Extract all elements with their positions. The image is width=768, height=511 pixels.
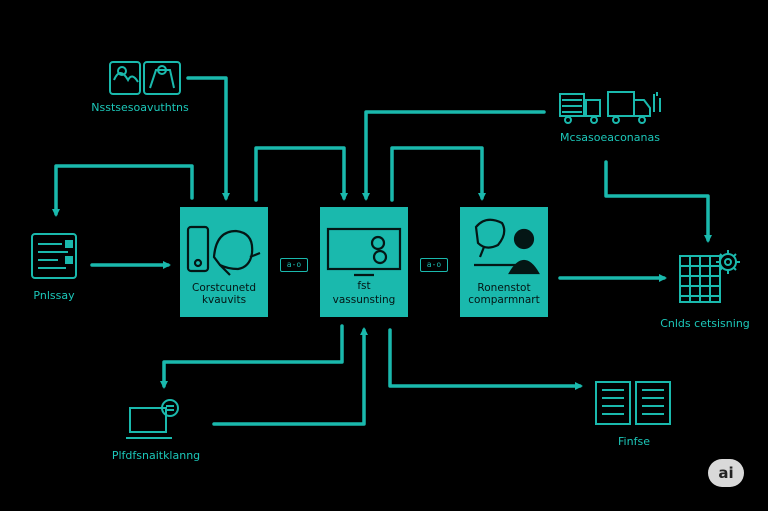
node-label-bottom-right: Finfse: [618, 435, 650, 448]
block-center-line2: vassunsting: [332, 294, 396, 306]
process-block-left[interactable]: Corstcunetd kvauvits: [180, 207, 268, 317]
wire-left-loop: [52, 164, 194, 217]
monitor-lock-icon: [326, 227, 402, 277]
block-left-line1: Corstcunetd: [192, 282, 256, 294]
smartphone-person-icon: [186, 225, 261, 276]
node-label-top-right: Mcsasoeaconanas: [560, 131, 660, 144]
wire-loop-center-right: [390, 146, 486, 202]
wire-loop-left-center: [254, 146, 348, 202]
node-label-top-left: Nsstsesoavuthtns: [91, 101, 189, 114]
block-center-line1: fst: [357, 280, 371, 292]
truck-fleet-icon: [559, 91, 661, 124]
document-list-icon: [31, 233, 77, 279]
people-vehicles-icon: [109, 61, 181, 95]
wire-center-to-docs: [388, 328, 583, 390]
node-label-bottom-left: Plfdfsnaitklanng: [111, 449, 201, 462]
ai-badge: ai: [708, 459, 744, 487]
wire-laptop-to-center: [212, 327, 368, 426]
connector-chip-left: a-o: [280, 258, 308, 272]
block-left-line2: kvauvits: [201, 294, 247, 306]
process-block-center[interactable]: fst vassunsting: [320, 207, 408, 317]
node-label-left: Pnlssay: [33, 289, 75, 302]
wire-center-to-laptop: [160, 324, 344, 389]
block-right-line2: comparmnart: [468, 294, 540, 306]
files-icon: [595, 381, 671, 425]
grid-gear-icon: [679, 250, 740, 303]
wire-topright-to-center: [362, 110, 546, 201]
robot-person-icon: [474, 218, 540, 275]
process-block-right[interactable]: Ronenstot comparmnart: [460, 207, 548, 317]
laptop-icon: [126, 399, 179, 439]
connector-chip-right: a-o: [420, 258, 448, 272]
wire-topright-to-grid: [604, 160, 712, 243]
block-right-line1: Ronenstot: [477, 282, 531, 294]
node-label-right: Cnlds cetsisning: [660, 317, 750, 330]
wire-topleft-to-block: [186, 76, 230, 201]
